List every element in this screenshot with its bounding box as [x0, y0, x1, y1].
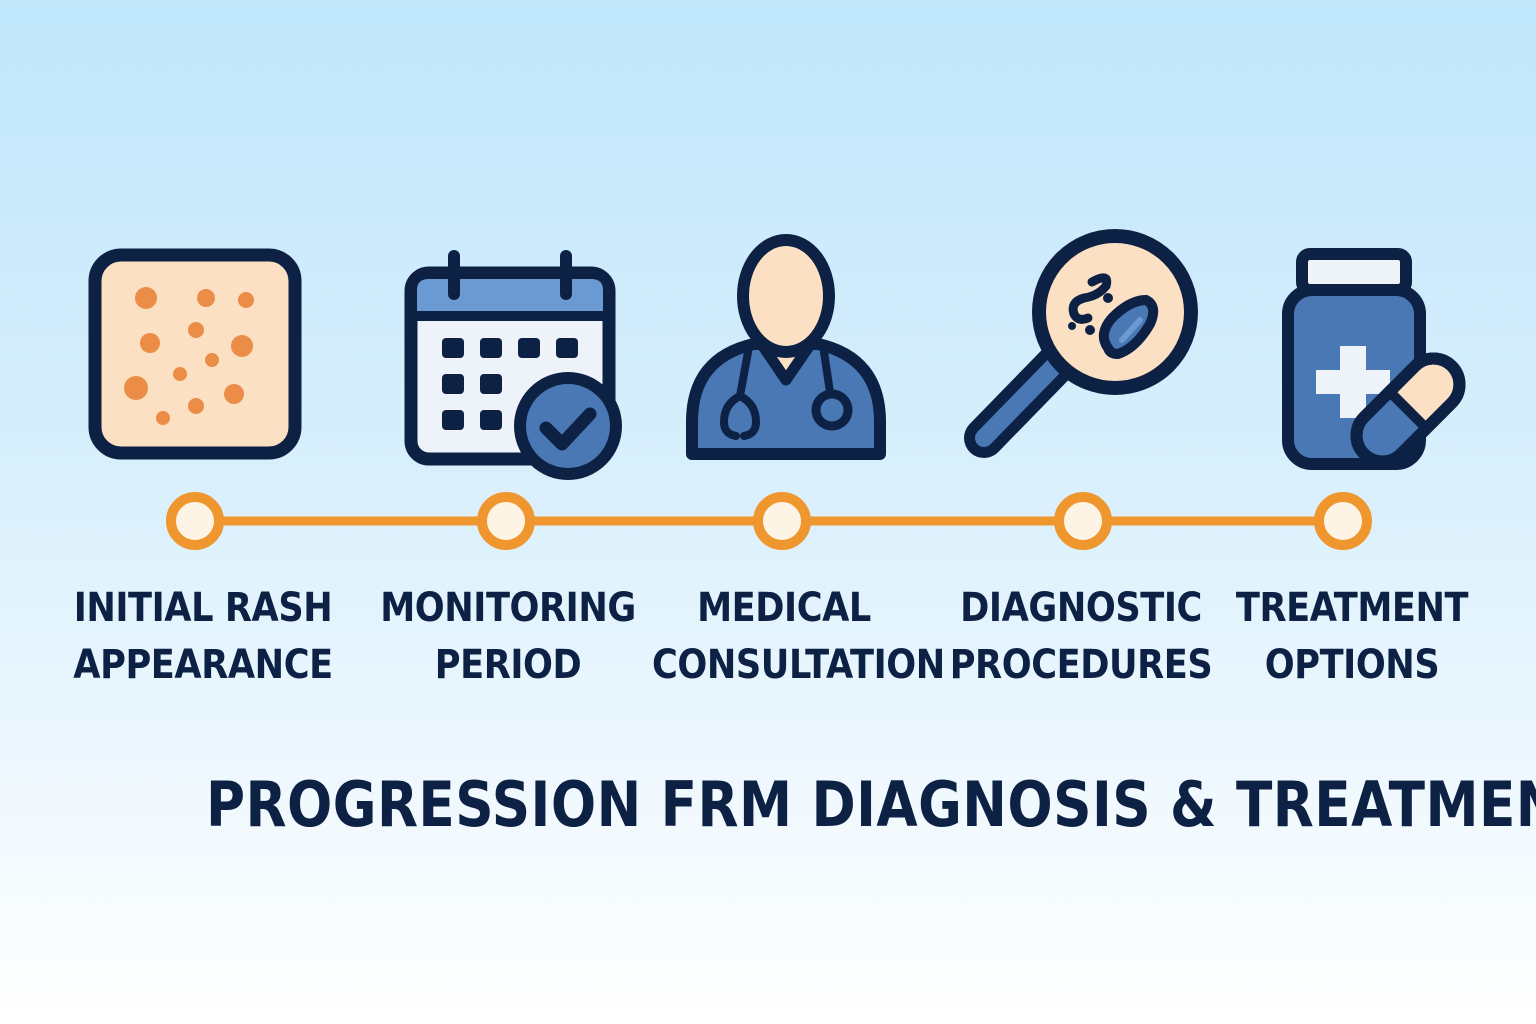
step-label-monitoring: MONITORING PERIOD — [376, 580, 640, 694]
step-label-initial-rash: INITIAL RASH APPEARANCE — [71, 580, 335, 694]
timeline-node-3 — [753, 492, 811, 550]
step-label-line2: PROCEDURES — [949, 642, 1213, 688]
step-label-line1: DIAGNOSTIC — [960, 585, 1202, 631]
step-label-consultation: MEDICAL CONSULTATION — [652, 580, 945, 694]
magnifier-bacteria-icon — [960, 229, 1200, 470]
medicine-bottle-pill-icon — [1280, 248, 1470, 478]
step-label-line1: TREATMENT — [1235, 585, 1469, 631]
step-label-treatment: TREATMENT OPTIONS — [1220, 580, 1484, 694]
main-title: PROGRESSION FRM DIAGNOSIS & TREATMENT — [206, 768, 1536, 841]
step-label-line1: INITIAL RASH — [73, 585, 333, 631]
step-label-line1: MEDICAL — [697, 585, 871, 631]
step-label-line2: PERIOD — [434, 642, 582, 688]
rash-skin-icon — [88, 248, 302, 462]
calendar-check-icon — [404, 250, 626, 480]
timeline-node-5 — [1314, 492, 1372, 550]
step-label-diagnostic: DIAGNOSTIC PROCEDURES — [949, 580, 1213, 694]
timeline-node-4 — [1054, 492, 1112, 550]
step-label-line2: APPEARANCE — [73, 642, 333, 688]
doctor-icon — [684, 234, 888, 464]
step-label-line2: OPTIONS — [1264, 642, 1440, 688]
step-label-line2: CONSULTATION — [652, 642, 945, 688]
timeline-node-2 — [477, 492, 535, 550]
timeline-node-1 — [166, 492, 224, 550]
step-label-line1: MONITORING — [380, 585, 636, 631]
